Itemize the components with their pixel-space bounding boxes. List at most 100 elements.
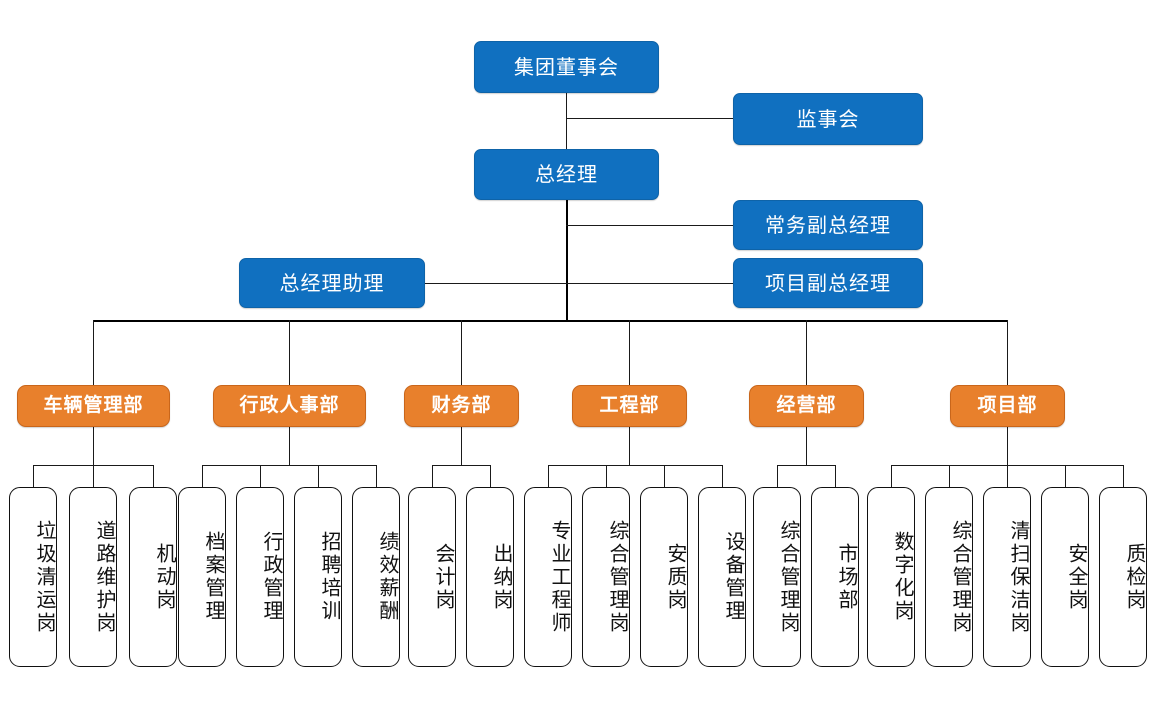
node-position[interactable]: 质检岗 (1099, 487, 1147, 667)
connector-gm-trunk (566, 199, 568, 321)
node-position-label: 会计岗 (432, 542, 456, 612)
connector-dept3-child-2 (490, 465, 491, 487)
node-position-label: 专业工程师 (548, 519, 572, 635)
connector-dept3-stem (461, 426, 462, 465)
node-gm-assistant[interactable]: 总经理助理 (239, 258, 425, 308)
connector-dept4-child-2 (606, 465, 607, 487)
node-executive-deputy-manager-label: 常务副总经理 (765, 212, 891, 237)
node-department-label: 行政人事部 (239, 394, 340, 417)
connector-dept3-child-1 (432, 465, 433, 487)
node-position[interactable]: 综合管理岗 (582, 487, 630, 667)
node-department-label: 财务部 (431, 394, 492, 417)
connector-dept4-child-1 (548, 465, 549, 487)
node-gm-assistant-label: 总经理助理 (279, 270, 385, 295)
connector-dept2-child-1 (202, 465, 203, 487)
node-position-label: 质检岗 (1123, 542, 1147, 612)
connector-drop-dept-2 (289, 320, 290, 385)
connector-dept5-child-1 (777, 465, 778, 487)
node-position-label: 综合管理岗 (949, 519, 973, 635)
connector-dept6-child-3 (1007, 465, 1008, 487)
node-general-manager[interactable]: 总经理 (474, 149, 659, 200)
node-executive-deputy-manager[interactable]: 常务副总经理 (733, 200, 923, 250)
node-position[interactable]: 绩效薪酬 (352, 487, 400, 667)
node-department-finance[interactable]: 财务部 (404, 385, 519, 427)
connector-dept2-stem (289, 426, 290, 465)
node-position-label: 道路维护岗 (93, 519, 117, 635)
node-supervisory-board[interactable]: 监事会 (733, 93, 923, 145)
node-department-label: 工程部 (599, 394, 660, 417)
connector-dept6-child-1 (891, 465, 892, 487)
connector-gm-to-project-deputy (566, 283, 733, 284)
connector-dept1-stem (93, 426, 94, 465)
node-position[interactable]: 设备管理 (698, 487, 746, 667)
node-position[interactable]: 数字化岗 (867, 487, 915, 667)
node-position-label: 行政管理 (260, 531, 284, 623)
connector-dept2-child-4 (376, 465, 377, 487)
node-department-project[interactable]: 项目部 (950, 385, 1065, 427)
node-position[interactable]: 专业工程师 (524, 487, 572, 667)
connector-dept4-stem (629, 426, 630, 465)
connector-dept5-stem (806, 426, 807, 465)
node-position-label: 机动岗 (153, 542, 177, 612)
node-board-label: 集团董事会 (514, 54, 619, 79)
connector-dept4-child-4 (722, 465, 723, 487)
connector-dept6-child-4 (1065, 465, 1066, 487)
connector-dept2-child-3 (318, 465, 319, 487)
node-position[interactable]: 清扫保洁岗 (983, 487, 1031, 667)
node-position-label: 出纳岗 (490, 542, 514, 612)
node-board[interactable]: 集团董事会 (474, 41, 659, 93)
connector-dept5-child-2 (835, 465, 836, 487)
node-position-label: 档案管理 (202, 531, 226, 623)
node-department-label: 经营部 (776, 394, 837, 417)
node-position-label: 市场部 (835, 542, 859, 612)
connector-drop-dept-5 (806, 320, 807, 385)
node-position-label: 安全岗 (1065, 542, 1089, 612)
node-position-label: 综合管理岗 (777, 519, 801, 635)
connector-dept1-child-3 (153, 465, 154, 487)
node-project-deputy-manager-label: 项目副总经理 (765, 270, 891, 295)
connector-dept2-bus (202, 465, 376, 466)
connector-drop-dept-6 (1007, 320, 1008, 385)
node-position[interactable]: 垃圾清运岗 (9, 487, 57, 667)
node-position-label: 清扫保洁岗 (1007, 519, 1031, 635)
node-department-label: 项目部 (977, 394, 1038, 417)
connector-dept3-bus (432, 465, 490, 466)
node-position[interactable]: 市场部 (811, 487, 859, 667)
connector-dept4-bus (548, 465, 722, 466)
connector-drop-dept-1 (93, 320, 94, 385)
node-position-label: 安质岗 (664, 542, 688, 612)
node-department-label: 车辆管理部 (43, 394, 144, 417)
connector-dept4-child-3 (664, 465, 665, 487)
node-department-vehicle-management[interactable]: 车辆管理部 (17, 385, 170, 427)
node-position[interactable]: 会计岗 (408, 487, 456, 667)
node-position-label: 设备管理 (722, 531, 746, 623)
connector-department-bus (93, 320, 1008, 322)
node-department-admin-hr[interactable]: 行政人事部 (213, 385, 366, 427)
node-position[interactable]: 机动岗 (129, 487, 177, 667)
node-project-deputy-manager[interactable]: 项目副总经理 (733, 258, 923, 308)
node-position[interactable]: 安质岗 (640, 487, 688, 667)
node-department-engineering[interactable]: 工程部 (572, 385, 687, 427)
connector-dept1-child-2 (93, 465, 94, 487)
node-position[interactable]: 安全岗 (1041, 487, 1089, 667)
node-position[interactable]: 道路维护岗 (69, 487, 117, 667)
connector-gm-to-executive-deputy (566, 225, 733, 226)
connector-dept6-child-2 (949, 465, 950, 487)
node-position[interactable]: 招聘培训 (294, 487, 342, 667)
connector-drop-dept-3 (461, 320, 462, 385)
connector-drop-dept-4 (629, 320, 630, 385)
connector-board-to-gm (566, 93, 567, 150)
node-position-label: 垃圾清运岗 (33, 519, 57, 635)
node-position[interactable]: 行政管理 (236, 487, 284, 667)
node-position-label: 招聘培训 (318, 531, 342, 623)
node-department-operations[interactable]: 经营部 (749, 385, 864, 427)
node-position[interactable]: 综合管理岗 (925, 487, 973, 667)
node-position[interactable]: 出纳岗 (466, 487, 514, 667)
node-general-manager-label: 总经理 (535, 162, 598, 186)
connector-board-to-supervisory (566, 118, 733, 119)
node-position[interactable]: 档案管理 (178, 487, 226, 667)
node-position[interactable]: 综合管理岗 (753, 487, 801, 667)
node-position-label: 综合管理岗 (606, 519, 630, 635)
connector-dept5-bus (777, 465, 835, 466)
